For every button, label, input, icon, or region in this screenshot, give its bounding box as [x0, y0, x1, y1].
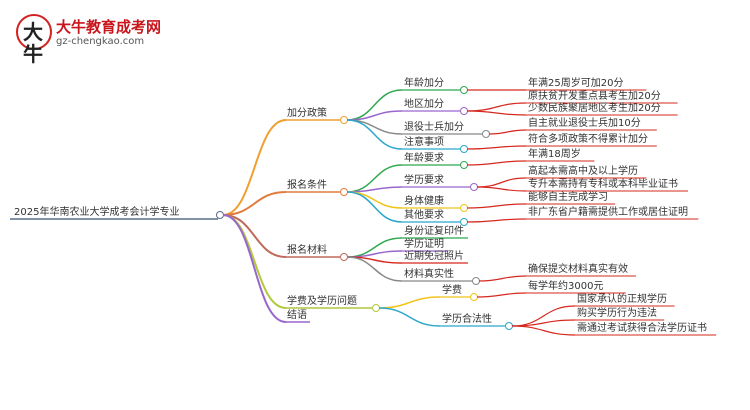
leaf-connector: [511, 325, 576, 336]
leaf-label: 购买学历行为违法: [577, 306, 657, 319]
sub-topic-label: 材料真实性: [404, 267, 454, 280]
root-node-label: 2025年华南农业大学成考会计学专业: [14, 205, 179, 218]
sub-node-dot: [460, 145, 468, 153]
sub-connector: [346, 191, 403, 223]
branch-label: 报名材料: [287, 243, 327, 256]
branch-label: 结语: [287, 308, 307, 321]
sub-topic-label: 身体健康: [404, 194, 444, 207]
leaf-connector: [476, 177, 527, 188]
logo-site-name: 大牛教育成考网: [56, 18, 162, 36]
leaf-connector: [466, 102, 527, 112]
logo-emblem-icon: 大牛: [16, 14, 52, 65]
leaf-connector: [476, 292, 527, 298]
sub-node-dot: [472, 277, 480, 285]
leaf-connector: [476, 186, 527, 192]
sub-connector: [346, 119, 403, 150]
logo-site-url: gz-chengkao.com: [56, 36, 145, 47]
sub-topic-label: 退役士兵加分: [404, 120, 464, 133]
branch-connector: [222, 214, 287, 309]
leaf-connector: [466, 160, 527, 166]
leaf-label: 原扶贫开发重点县考生加20分: [528, 89, 661, 102]
branch-node-dot: [340, 188, 348, 196]
leaf-connector: [488, 129, 527, 135]
sub-node-dot: [460, 204, 468, 212]
branch-label: 学费及学历问题: [287, 294, 357, 307]
branch-connector: [222, 119, 287, 216]
sub-topic-label: 其他要求: [404, 208, 444, 221]
sub-node-dot: [460, 218, 468, 226]
leaf-connector: [466, 145, 527, 150]
leaf-connector: [466, 218, 527, 223]
sub-topic-label: 学费: [442, 283, 462, 296]
leaf-label: 专升本需持有专科或本科毕业证书: [528, 177, 678, 190]
branch-label: 加分政策: [287, 106, 327, 119]
leaf-label: 国家承认的正规学历: [577, 292, 667, 305]
sub-node-dot: [505, 322, 513, 330]
sub-topic-label: 地区加分: [404, 97, 444, 110]
sub-connector: [378, 296, 441, 309]
sub-connector: [378, 307, 441, 327]
leaf-connector: [466, 203, 527, 209]
sub-node-dot: [460, 107, 468, 115]
leaf-label: 需通过考试获得合法学历证书: [577, 321, 707, 334]
leaf-label: 年满18周岁: [528, 147, 581, 160]
sub-node-dot: [482, 130, 490, 138]
sub-connector: [346, 119, 403, 135]
sub-node-dot: [470, 183, 478, 191]
branch-connector: [222, 214, 287, 258]
leaf-label: 符合多项政策不得累计加分: [528, 132, 648, 145]
sub-connector: [346, 250, 403, 258]
sub-topic-label: 身份证复印件: [404, 224, 464, 237]
sub-topic-label: 年龄要求: [404, 151, 444, 164]
logo-glyph: 大牛: [23, 20, 43, 66]
root-node-dot: [216, 211, 224, 219]
branch-label: 报名条件: [287, 178, 327, 191]
branch-connector: [222, 214, 287, 323]
leaf-label: 非广东省户籍需提供工作或居住证明: [528, 205, 688, 218]
sub-connector: [346, 256, 403, 282]
sub-topic-label: 注意事项: [404, 135, 444, 148]
sub-topic-label: 学历证明: [404, 237, 444, 250]
sub-topic-label: 学历要求: [404, 173, 444, 186]
sub-node-dot: [470, 293, 478, 301]
sub-topic-label: 近期免冠照片: [404, 249, 464, 262]
leaf-label: 自主就业退役士兵加10分: [528, 116, 641, 129]
leaf-label: 能够自主完成学习: [528, 190, 608, 203]
leaf-connector: [478, 275, 527, 282]
sub-connector: [346, 186, 403, 193]
sub-node-dot: [460, 86, 468, 94]
branch-node-dot: [340, 253, 348, 261]
site-logo: 大牛 大牛教育成考网 gz-chengkao.com: [16, 14, 166, 65]
sub-connector: [346, 191, 403, 209]
sub-topic-label: 年龄加分: [404, 76, 444, 89]
leaf-label: 年满25周岁可加20分: [528, 76, 623, 89]
leaf-label: 少数民族聚居地区考生加20分: [528, 101, 661, 114]
branch-node-dot: [340, 116, 348, 124]
leaf-connector: [466, 110, 527, 116]
sub-node-dot: [460, 161, 468, 169]
branch-node-dot: [372, 304, 380, 312]
leaf-label: 确保提交材料真实有效: [528, 262, 628, 275]
sub-topic-label: 学历合法性: [442, 312, 492, 325]
leaf-label: 每学年约3000元: [528, 279, 603, 292]
leaf-label: 高起本需高中及以上学历: [528, 164, 638, 177]
branch-connector: [222, 191, 287, 216]
